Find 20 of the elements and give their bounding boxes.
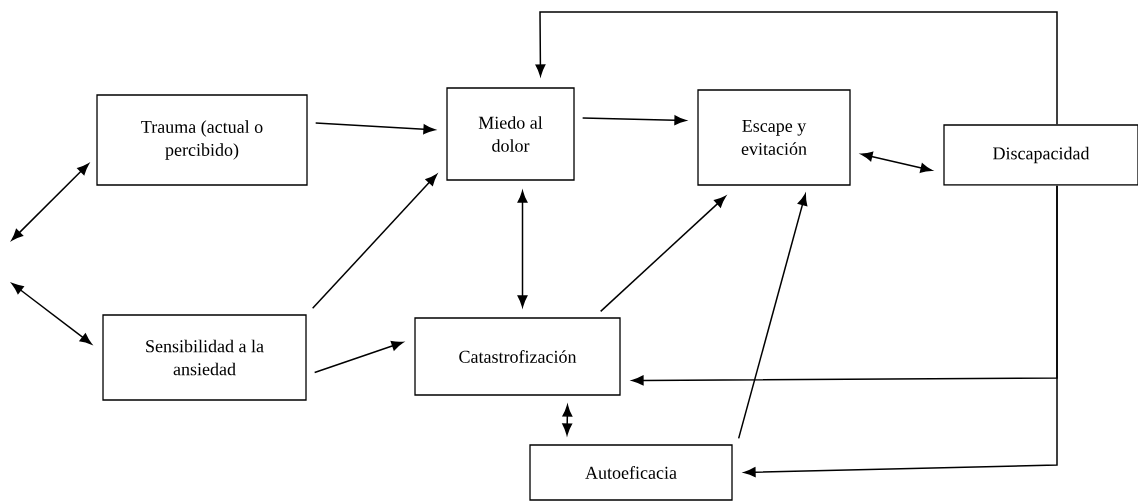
arrow [517,190,528,308]
arrow [11,283,92,345]
arrow [11,163,89,241]
arrow [314,122,436,135]
arrow [599,195,726,313]
process-box: Sensibilidad a la ansiedad [102,314,307,401]
arrow [581,115,687,126]
arrow [313,341,404,374]
arrow [311,174,438,310]
arrow [562,404,573,436]
process-box: Catastrofización [414,317,621,396]
arrow [860,151,933,173]
arrow [535,11,1058,126]
process-box: Miedo al dolor [446,87,575,181]
arrow [737,193,808,440]
arrow [743,184,1058,478]
process-box: Discapacidad [943,124,1138,186]
process-box: Trauma (actual o percibido) [96,94,308,186]
process-box: Autoeficacia [529,444,733,501]
process-box: Escape y evitación [697,89,851,186]
